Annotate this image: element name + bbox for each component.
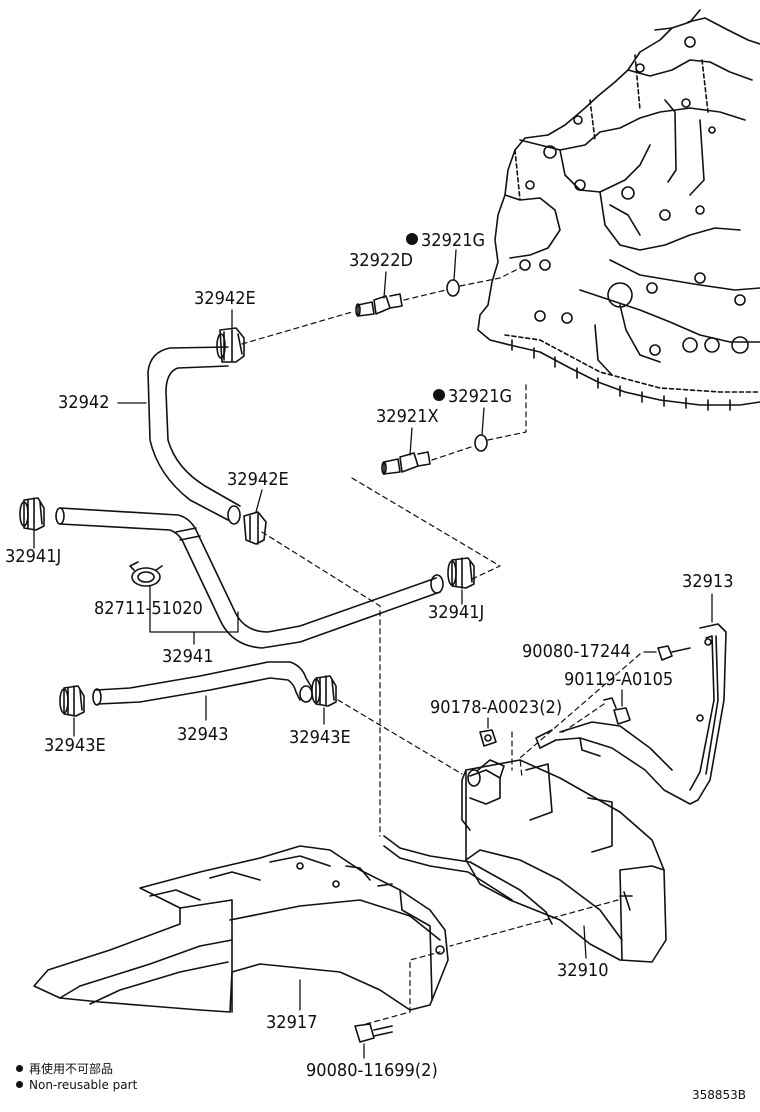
assembly-lines xyxy=(241,267,641,1025)
protector-32917 xyxy=(33,845,449,1013)
hose-32941 xyxy=(55,507,444,649)
non-reusable-dot-icon xyxy=(433,389,445,401)
clamp-32943E-b xyxy=(311,675,337,707)
clamp-32942E-b xyxy=(243,511,267,545)
clamp-32942E-a xyxy=(216,327,245,363)
charcoal-canister-32910 xyxy=(461,759,667,963)
bolt-90080-11699 xyxy=(354,1023,393,1043)
clamp-32941J-b xyxy=(447,557,475,589)
non-reusable-dot-icon xyxy=(16,1081,23,1088)
bolt-90119-A0105 xyxy=(603,697,631,725)
hose-32943 xyxy=(92,661,313,706)
label-32921G-b: 32921G xyxy=(433,388,512,406)
leader-lines xyxy=(33,249,713,1059)
nut-90178-A0023 xyxy=(479,729,497,747)
hose-32942 xyxy=(147,346,241,525)
legend-line-jp: 再使用不可部品 xyxy=(16,1063,113,1075)
label-82711-51020: 82711-51020 xyxy=(94,598,203,619)
document-id: 358853B xyxy=(691,1088,746,1102)
label-90119-A0105: 90119-A0105 xyxy=(564,669,674,690)
non-reusable-dot-icon xyxy=(406,233,418,245)
clamp-82711-51020 xyxy=(129,561,163,587)
transmission-housing xyxy=(477,9,760,411)
label-90178-A0023: 90178-A0023(2) xyxy=(430,697,563,718)
union-32922D xyxy=(355,293,403,317)
legend-line-en: Non-reusable part xyxy=(16,1079,137,1091)
label-32943: 32943 xyxy=(177,724,229,745)
label-32942: 32942 xyxy=(58,392,110,413)
label-32913: 32913 xyxy=(682,571,734,592)
label-32921G-a: 32921G xyxy=(406,232,485,250)
bracket-32913 xyxy=(535,623,727,805)
label-32943E-b: 32943E xyxy=(289,727,351,748)
label-32942E-b: 32942E xyxy=(227,469,289,490)
union-32921X xyxy=(381,451,431,475)
o-ring-32921G-a xyxy=(446,279,460,297)
label-32921X: 32921X xyxy=(376,406,439,427)
label-90080-17244: 90080-17244 xyxy=(522,641,631,662)
label-32941: 32941 xyxy=(162,646,214,667)
label-32941J-b: 32941J xyxy=(428,602,485,623)
label-90080-11699: 90080-11699(2) xyxy=(306,1060,438,1081)
canister-vent-pipe xyxy=(383,835,553,925)
non-reusable-dot-icon xyxy=(16,1065,23,1072)
label-32942E-a: 32942E xyxy=(194,288,256,309)
clamp-32943E-a xyxy=(59,685,85,717)
label-32917: 32917 xyxy=(266,1012,318,1033)
o-ring-32921G-b xyxy=(474,434,488,452)
clamp-32941J-a xyxy=(19,497,45,531)
bolt-90080-17244 xyxy=(657,645,691,661)
label-32941J-a: 32941J xyxy=(5,546,62,567)
label-32943E-a: 32943E xyxy=(44,735,106,756)
label-32922D: 32922D xyxy=(349,250,413,271)
label-32910: 32910 xyxy=(557,960,609,981)
